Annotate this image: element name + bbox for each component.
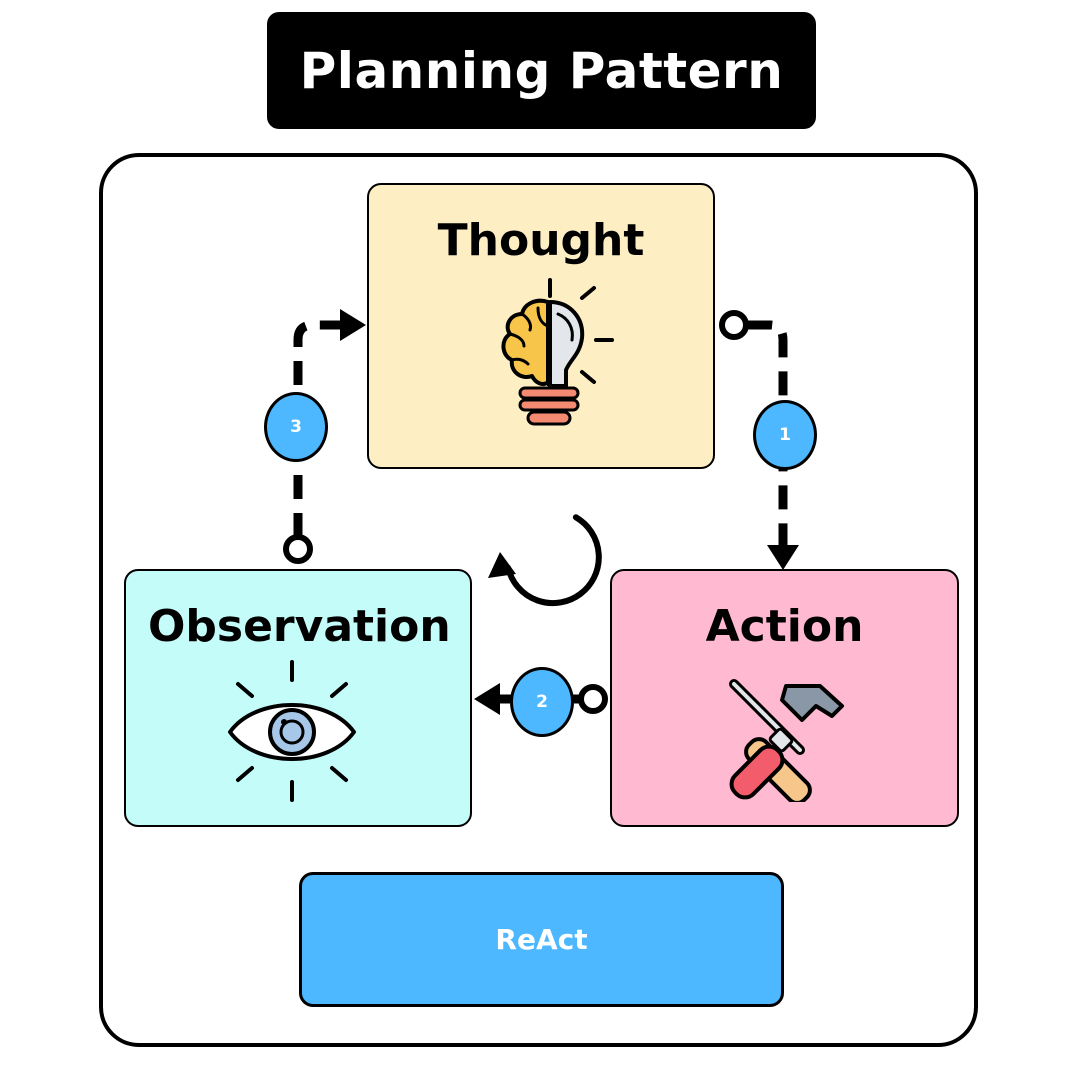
title-banner: Planning Pattern: [267, 12, 816, 129]
step-badge-2: 2: [510, 667, 574, 737]
step-badge-1: 1: [753, 400, 817, 470]
step-badge-3: 3: [264, 392, 328, 462]
react-button[interactable]: ReAct: [299, 872, 784, 1007]
observation-label: Observation: [148, 601, 451, 652]
thought-label: Thought: [437, 215, 645, 266]
observation-node: Observation: [124, 569, 472, 827]
diagram-title: Planning Pattern: [299, 41, 784, 100]
action-label: Action: [705, 601, 864, 652]
eye-icon: [228, 660, 356, 802]
brain-bulb-icon: [501, 278, 614, 426]
tools-icon: [729, 679, 844, 802]
